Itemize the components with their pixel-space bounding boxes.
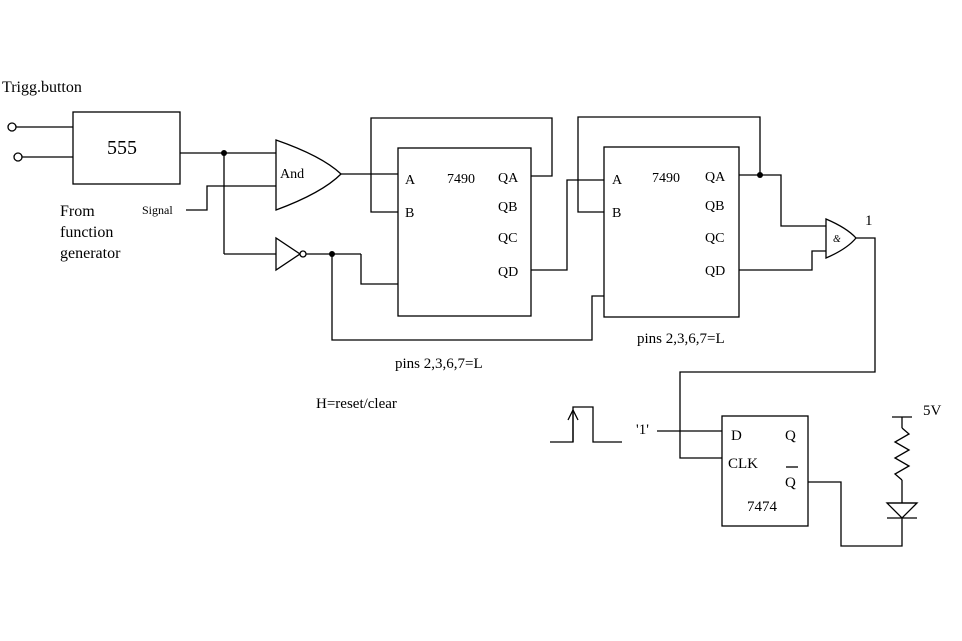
counter2-output-qa: QA (705, 170, 726, 185)
button-terminal-bottom (13, 152, 23, 162)
wire (360, 254, 398, 285)
counter2-pins-note: pins 2,3,6,7=L (637, 331, 725, 347)
wire (331, 254, 604, 341)
counter1-input-a: A (405, 173, 416, 188)
and-gate-small-label: & (833, 234, 841, 245)
flipflop-q-pin: Q (785, 428, 796, 444)
wire (531, 179, 604, 271)
reset-note: H=reset/clear (316, 396, 397, 412)
counter1-output-qd: QD (498, 265, 518, 280)
wire (186, 185, 276, 211)
flipflop-qbar-pin: Q (785, 475, 796, 491)
inverter-gate (275, 236, 302, 272)
function-generator-label-line-2: function (60, 224, 113, 241)
counter1-input-b: B (405, 206, 414, 221)
and-gate-label: And (280, 167, 304, 182)
supply-label: 5V (923, 403, 942, 419)
wire (808, 481, 903, 547)
wire (679, 237, 876, 459)
wire (739, 250, 826, 271)
pulse-symbol (550, 406, 622, 443)
counter-7490-block-2 (603, 146, 740, 318)
counter2-output-qb: QB (705, 199, 724, 214)
counter2-name: 7490 (652, 171, 680, 186)
counter2-output-qd: QD (705, 264, 725, 279)
wire (760, 174, 826, 227)
timer-555-block (72, 111, 181, 185)
resistor (893, 427, 911, 481)
flipflop-d-pin: D (731, 428, 742, 444)
counter2-input-a: A (612, 173, 623, 188)
wire (577, 116, 761, 213)
counter2-output-qc: QC (705, 231, 724, 246)
inverter-bubble (299, 250, 307, 258)
counter1-output-qb: QB (498, 200, 517, 215)
timer-555-label: 555 (107, 137, 137, 159)
function-generator-label-line-3: generator (60, 245, 121, 262)
counter1-name: 7490 (447, 172, 475, 187)
flipflop-7474-block (721, 415, 809, 527)
pulse-waveform (550, 406, 622, 443)
led-diode (885, 502, 919, 519)
diode-triangle (885, 502, 919, 519)
wire (370, 117, 553, 213)
trigger-button (7, 122, 73, 162)
arrow-head (567, 408, 579, 421)
and-gate (275, 139, 342, 211)
counter2-input-b: B (612, 206, 621, 221)
counter-7490-block-1 (397, 147, 532, 317)
counter1-output-qc: QC (498, 231, 517, 246)
flipflop-clk-pin: CLK (728, 456, 758, 472)
and-output-label: 1 (865, 213, 873, 229)
button-terminal-top (7, 122, 17, 132)
d-input-value-label: '1' (636, 422, 649, 438)
counter1-pins-note: pins 2,3,6,7=L (395, 356, 483, 372)
trigg-button-label: Trigg.button (2, 79, 82, 96)
signal-label: Signal (142, 203, 173, 217)
counter1-output-qa: QA (498, 171, 519, 186)
and-gate-small (825, 218, 857, 259)
flipflop-name: 7474 (747, 499, 778, 515)
function-generator-label-line-1: From (60, 203, 95, 220)
